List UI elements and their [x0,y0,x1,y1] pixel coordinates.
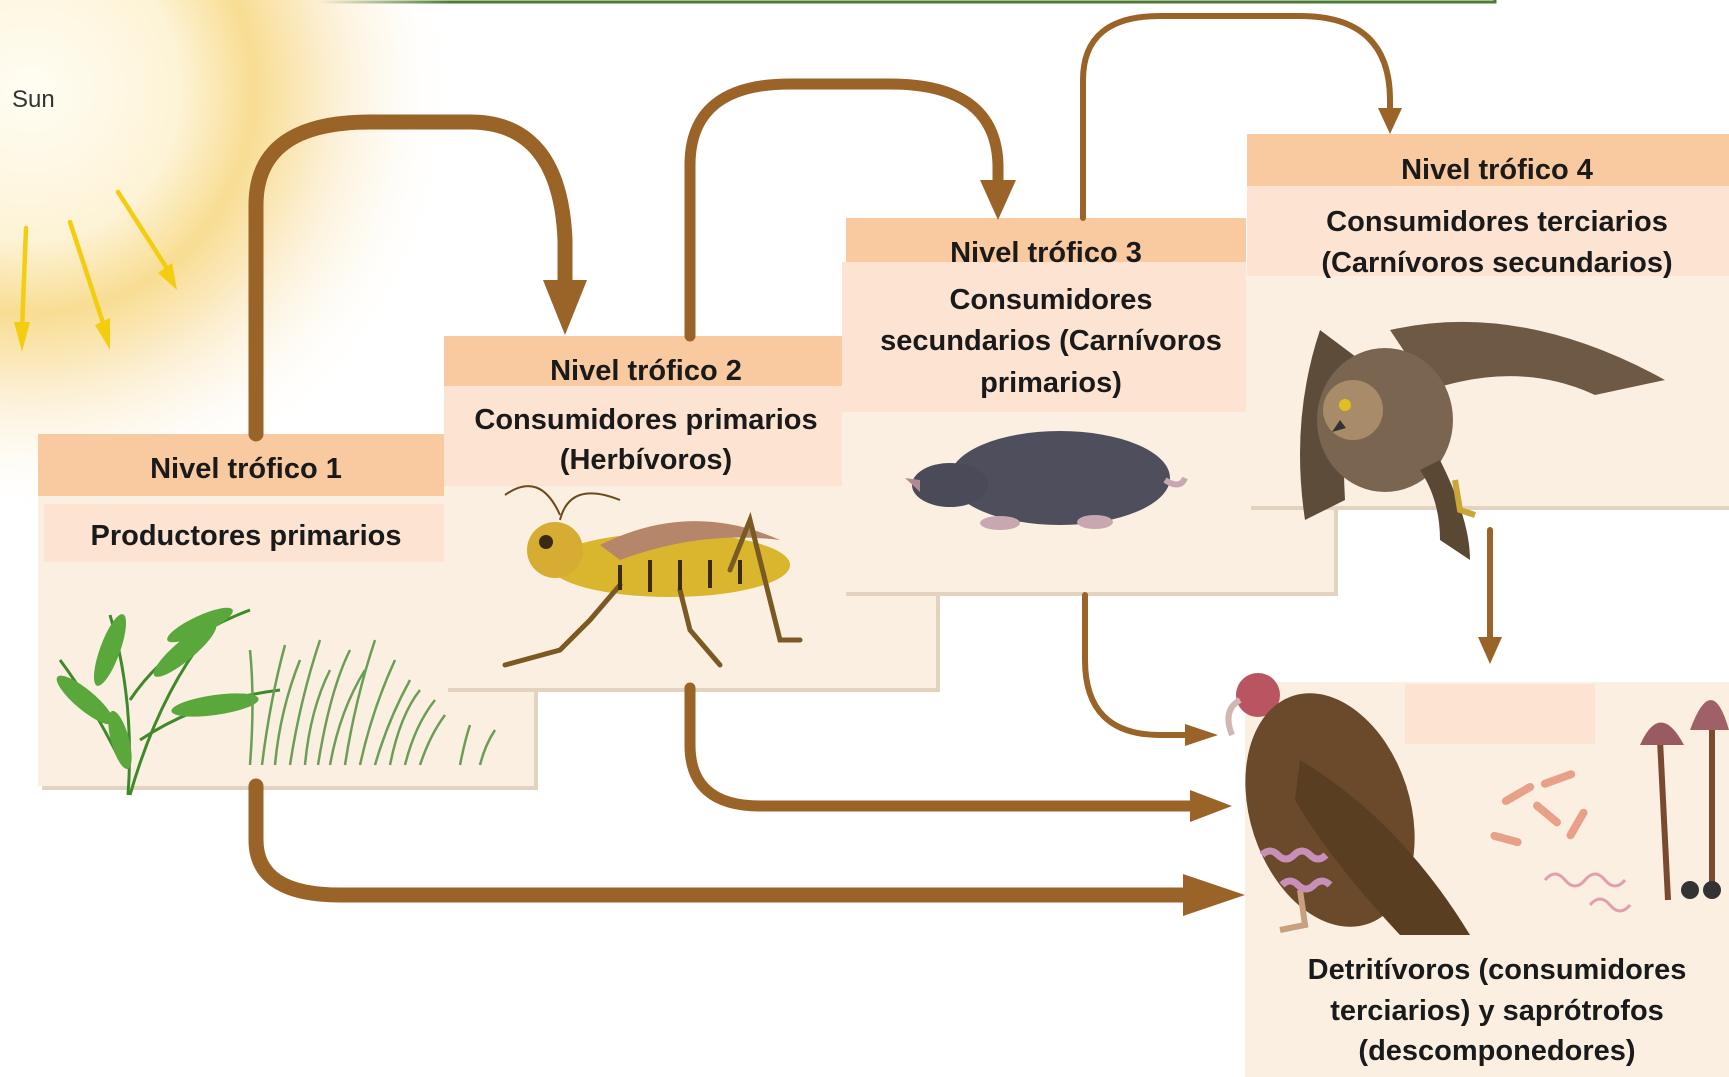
detritivore-band [1405,684,1595,744]
arrowhead-level3 [980,180,1016,220]
arrow-level2-to-detritivores [690,688,1195,806]
panel-level-4: Nivel trófico 4 Consumidores terciarios … [1247,134,1729,560]
level-3-title: Nivel trófico 3 [950,237,1142,269]
level-4-role-line-2: (Carnívoros secundarios) [1321,247,1672,279]
level-2-role-line-2: (Herbívoros) [560,444,732,476]
arrowhead-level4 [1378,108,1402,134]
arrowhead-level2-detritivores [1190,790,1232,822]
arrowhead-level2 [543,280,587,335]
sun-label: Sun [12,86,55,113]
level-3-role-line-1: Consumidores [949,284,1152,316]
level-3-role-line-3: primarios) [980,367,1122,399]
detritivores-line-3: (descomponedores) [1358,1035,1635,1067]
detritivores-line-1: Detritívoros (consumidores [1308,954,1687,986]
level-2-role-line-1: Consumidores primarios [474,404,817,436]
panel-detritivores: Detritívoros (consumidores terciarios) y… [1217,671,1729,1077]
arrow-level3-to-detritivores [1085,595,1190,735]
level-4-title: Nivel trófico 4 [1401,154,1593,186]
level-1-title: Nivel trófico 1 [150,453,342,485]
level-1-role: Productores primarios [90,520,401,552]
detritivores-line-2: terciarios) y saprótrofos [1330,995,1664,1027]
arrowhead-level4-detritivores [1478,637,1502,664]
arrowhead-level3-detritivores [1185,724,1218,746]
level-2-title: Nivel trófico 2 [550,355,742,387]
level-4-role-line-1: Consumidores terciarios [1326,206,1668,238]
level-3-role-line-2: secundarios (Carnívoros [880,325,1222,357]
arrowhead-level1-detritivores [1183,874,1245,916]
